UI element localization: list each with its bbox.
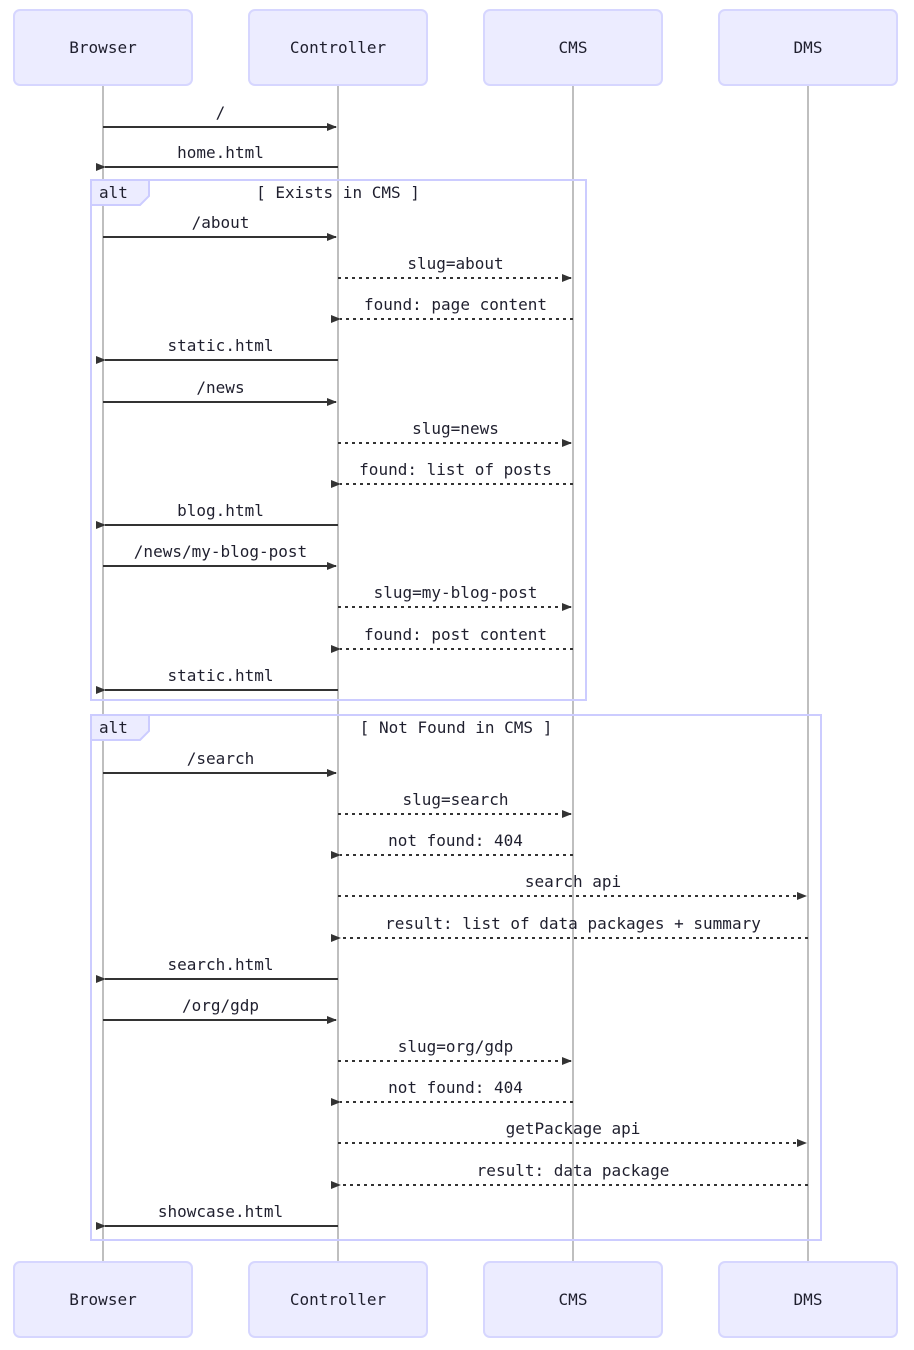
message-label: static.html [168,336,274,355]
message-label: /news/my-blog-post [134,542,307,561]
message-label: slug=news [412,419,499,438]
actors-top-group: Browser Controller CMS DMS [13,9,898,86]
participant-cms-bottom[interactable]: CMS [483,1261,663,1338]
participant-label: Browser [69,38,137,57]
participant-browser-bottom[interactable]: Browser [13,1261,193,1338]
message-label: slug=my-blog-post [374,583,538,602]
participant-dms-top[interactable]: DMS [718,9,898,86]
fragment-frame [90,179,587,701]
message-label: slug=search [403,790,509,809]
participant-box[interactable] [13,1261,193,1338]
actors-bottom-group: Browser Controller CMS DMS [13,1261,898,1338]
message-m7: /news [103,378,337,406]
fragment-frame [90,714,822,1241]
message-m1: / [103,103,337,131]
message-label: result: list of data packages + summary [385,914,761,933]
message-label: /news [196,378,244,397]
message-m16: slug=search [338,790,572,818]
message-m23: not found: 404 [331,1078,573,1106]
fragment-alt-not-found-in-cms: alt [ Not Found in CMS ] [90,714,822,1241]
message-m4: slug=about [338,254,572,282]
participant-label: CMS [559,1290,588,1309]
fragment-alt-exists-in-cms: alt [ Exists in CMS ] [90,179,587,701]
participant-label: Browser [69,1290,137,1309]
message-m17: not found: 404 [331,831,573,859]
message-m15: /search [103,749,337,777]
message-label: search api [525,872,621,891]
message-m22: slug=org/gdp [338,1037,572,1065]
message-label: home.html [177,143,264,162]
message-m18: search api [338,872,807,900]
participant-label: DMS [794,1290,823,1309]
message-label: not found: 404 [388,1078,523,1097]
participant-box[interactable] [248,9,428,86]
message-m11: /news/my-blog-post [103,542,337,570]
message-m2: home.html [96,143,338,171]
message-m8: slug=news [338,419,572,447]
fragments-group: alt [ Exists in CMS ] alt [ Not Found in CM… [90,179,822,1241]
message-m21: /org/gdp [103,996,337,1024]
message-label: slug=org/gdp [398,1037,514,1056]
message-label: / [216,103,226,122]
participant-box[interactable] [13,9,193,86]
message-m5: found: page content [331,295,573,323]
lifelines-group [102,85,809,1262]
message-m20: search.html [96,955,338,983]
message-m14: static.html [96,666,338,694]
messages-group: / home.html/about slug=about found: page co… [96,103,808,1230]
participant-controller-top[interactable]: Controller [248,9,428,86]
message-label: static.html [168,666,274,685]
message-label: getPackage api [506,1119,641,1138]
fragment-condition-label: [ Exists in CMS ] [256,183,420,202]
fragment-keyword-label: alt [99,183,128,202]
fragment-tab [90,714,150,741]
participant-label: Controller [290,38,387,57]
participant-cms-top[interactable]: CMS [483,9,663,86]
participant-box[interactable] [483,1261,663,1338]
message-label: found: post content [364,625,547,644]
message-label: /search [187,749,254,768]
message-m10: blog.html [96,501,338,529]
message-label: /org/gdp [182,996,259,1015]
fragment-keyword-label: alt [99,718,128,737]
fragment-condition-label: [ Not Found in CMS ] [360,718,553,737]
participant-controller-bottom[interactable]: Controller [248,1261,428,1338]
fragment-tab [90,179,150,206]
message-label: showcase.html [158,1202,283,1221]
message-label: result: data package [477,1161,670,1180]
message-m24: getPackage api [338,1119,807,1147]
participant-label: CMS [559,38,588,57]
message-label: found: page content [364,295,547,314]
message-m26: showcase.html [96,1202,338,1230]
message-m19: result: list of data packages + summary [331,914,808,942]
message-label: found: list of posts [359,460,552,479]
message-label: slug=about [407,254,503,273]
message-m6: static.html [96,336,338,364]
message-label: blog.html [177,501,264,520]
participant-dms-bottom[interactable]: DMS [718,1261,898,1338]
participant-browser-top[interactable]: Browser [13,9,193,86]
participant-label: Controller [290,1290,387,1309]
participant-box[interactable] [718,9,898,86]
participant-box[interactable] [718,1261,898,1338]
message-m13: found: post content [331,625,573,653]
participant-box[interactable] [248,1261,428,1338]
message-m12: slug=my-blog-post [338,583,572,611]
message-m9: found: list of posts [331,460,573,488]
message-label: search.html [168,955,274,974]
participant-label: DMS [794,38,823,57]
message-label: /about [192,213,250,232]
message-label: not found: 404 [388,831,523,850]
message-m25: result: data package [331,1161,808,1189]
message-m3: /about [103,213,337,241]
participant-box[interactable] [483,9,663,86]
